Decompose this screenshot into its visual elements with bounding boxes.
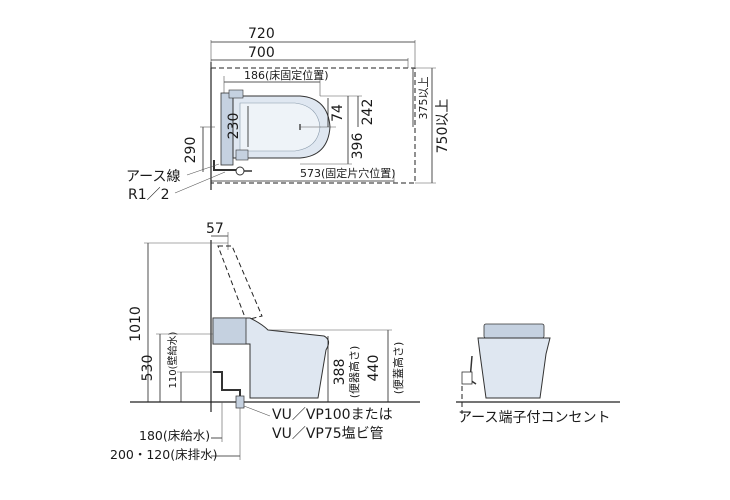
dim-750: 750以上 xyxy=(435,99,451,154)
dim-396: 396 xyxy=(350,133,366,160)
label-outlet: アース端子付コンセント xyxy=(458,410,610,426)
dim-74: 74 xyxy=(330,104,346,122)
dim-200-120: 200・120(床排水) xyxy=(110,447,217,462)
front-view: アース端子付コンセント xyxy=(456,323,620,426)
dim-242: 242 xyxy=(360,99,376,126)
leader-r12 xyxy=(174,171,226,194)
dim-388-note: (便器高さ) xyxy=(347,346,361,399)
dim-230: 230 xyxy=(226,113,242,140)
dim-110: 110(壁給水) xyxy=(166,331,179,388)
supply-pipe xyxy=(213,160,240,171)
dim-57: 57 xyxy=(206,221,224,237)
dim-375: 375以上 xyxy=(417,77,430,120)
leader-earth xyxy=(186,163,220,176)
dim-388: 388 xyxy=(332,359,348,386)
label-pipe-2: VU／VP75塩ビ管 xyxy=(272,426,384,442)
dim-290: 290 xyxy=(183,137,199,164)
label-r12: R1／2 xyxy=(128,187,170,203)
dim-573: 573(固定片穴位置) xyxy=(300,166,396,180)
stop-valve-icon xyxy=(235,166,245,176)
dim-700: 700 xyxy=(248,45,275,61)
dim-1010: 1010 xyxy=(128,306,144,342)
remote-holder xyxy=(228,89,244,99)
dim-186: 186(床固定位置) xyxy=(244,68,329,82)
dim-180: 180(床給水) xyxy=(139,428,210,443)
side-panel xyxy=(235,149,249,161)
bowl-front-outline xyxy=(477,337,551,399)
tank-side xyxy=(212,317,247,345)
open-lid-outline xyxy=(217,245,263,321)
floor-flange xyxy=(235,395,245,409)
dim-440: 440 xyxy=(366,355,382,382)
dim-440-note: (便蓋高さ) xyxy=(391,342,405,395)
seat-front xyxy=(483,323,545,339)
side-view: 57 1010 530 110(壁給水) 388 (便器高さ) 440 (便蓋高… xyxy=(110,221,420,462)
supply-pipe-side xyxy=(213,371,241,402)
label-pipe-1: VU／VP100または xyxy=(272,407,393,423)
dim-530: 530 xyxy=(140,355,156,382)
leader-pipe xyxy=(243,405,271,417)
label-earth-wire: アース線 xyxy=(126,169,180,185)
dim-720: 720 xyxy=(248,26,275,42)
outlet-icon xyxy=(461,371,473,385)
top-view: 720 700 186(床固定位置) 230 74 242 396 375以上 xyxy=(126,26,451,203)
